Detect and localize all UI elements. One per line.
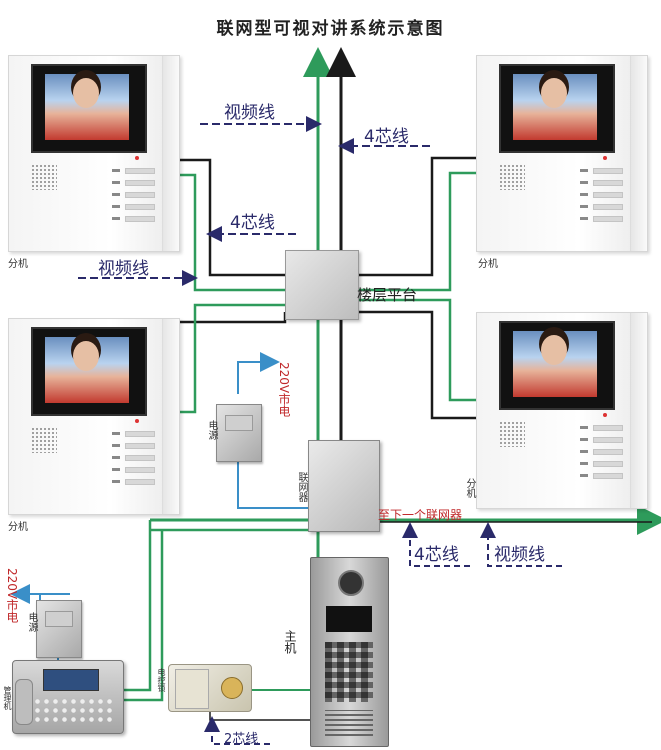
network-box-icon bbox=[285, 250, 359, 320]
extension-label-ml: 分机 bbox=[8, 522, 28, 533]
indoor-monitor-icon bbox=[8, 318, 180, 515]
video-line-label-left: 视频线 bbox=[98, 259, 149, 279]
two-core-label: 2芯线 bbox=[224, 732, 259, 747]
line-tl-green bbox=[178, 173, 285, 292]
line-mr-green bbox=[357, 298, 476, 402]
power-supply-label-left: 电源 bbox=[26, 612, 37, 632]
electric-lock-icon bbox=[168, 664, 252, 712]
to-next-networker-label: 至下一个联网器 bbox=[378, 508, 463, 522]
power-220v-label-mid: 220V市电 bbox=[277, 362, 291, 418]
indoor-monitor-icon bbox=[8, 55, 180, 252]
indoor-monitor-icon bbox=[476, 312, 648, 509]
lock-label: 电控锁 bbox=[157, 668, 166, 692]
power-220v-label-left: 220V市电 bbox=[5, 568, 19, 624]
line-psu-mid-feed bbox=[237, 352, 280, 394]
extension-label-tr: 分机 bbox=[478, 259, 498, 270]
floor-platform-label: 楼层平台 bbox=[357, 286, 418, 304]
line-tl-black bbox=[178, 158, 285, 277]
power-supply-icon bbox=[36, 600, 82, 658]
networker-label: 联网器 bbox=[296, 472, 307, 502]
indoor-monitor-icon bbox=[476, 55, 648, 252]
line-mgmt-green-b bbox=[122, 530, 164, 702]
line-tr-black bbox=[357, 156, 476, 277]
network-box-icon bbox=[308, 440, 380, 532]
fourcore-arrow-bottom bbox=[402, 522, 470, 567]
four-core-label-bottom: 4芯线 bbox=[414, 545, 459, 565]
management-label: 管理机 bbox=[3, 686, 12, 710]
extension-label-mr: 分机 bbox=[464, 478, 475, 498]
line-mr-black bbox=[357, 310, 476, 420]
video-arrow-bottom bbox=[480, 522, 562, 567]
four-core-label-left: 4芯线 bbox=[230, 213, 275, 233]
line-ml-green bbox=[178, 303, 285, 414]
power-supply-icon bbox=[216, 404, 262, 462]
page-title: 联网型可视对讲系统示意图 bbox=[216, 19, 445, 39]
video-line-label-top: 视频线 bbox=[224, 103, 275, 123]
line-mgmt-green-a bbox=[122, 520, 152, 692]
line-tr-green bbox=[357, 171, 476, 292]
door-station-icon bbox=[310, 557, 389, 747]
power-supply-label-mid: 电源 bbox=[206, 420, 217, 440]
line-psu-left-feed2 bbox=[10, 584, 41, 604]
line-psu-mid-out bbox=[237, 460, 308, 509]
management-console-icon bbox=[12, 660, 124, 734]
four-core-label-top: 4芯线 bbox=[364, 127, 409, 147]
video-line-label-bottom: 视频线 bbox=[494, 545, 545, 565]
host-label: 主机 bbox=[283, 630, 297, 654]
extension-label-tl: 分机 bbox=[8, 259, 28, 270]
twocore-arrow-bottom bbox=[204, 716, 270, 745]
